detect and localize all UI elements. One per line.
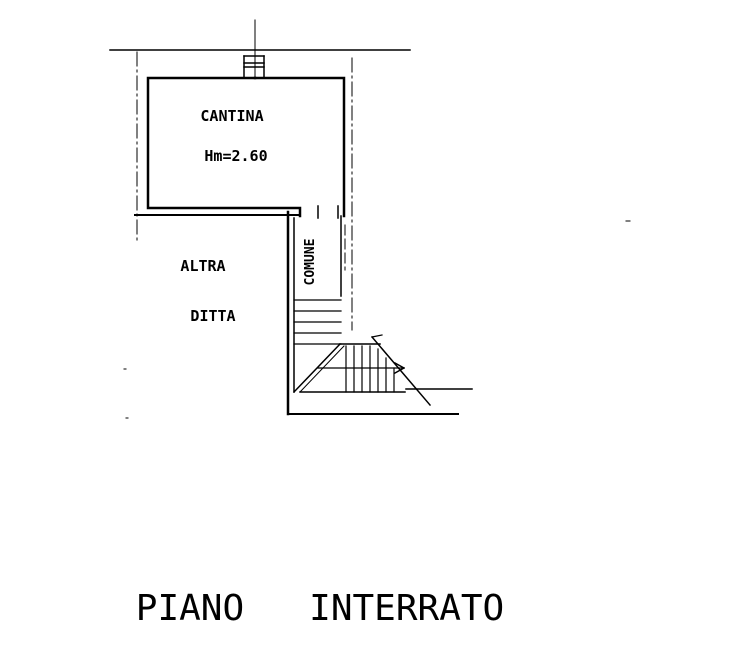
corridor-label-comune: COMUNE bbox=[303, 239, 318, 286]
plan-title: PIANO INTERRATO bbox=[136, 588, 504, 629]
neighbor-label-line2: DITTA bbox=[190, 307, 235, 325]
stair-treads-straight bbox=[293, 299, 342, 345]
cantina-walls bbox=[146, 76, 302, 218]
vent-shaft bbox=[243, 55, 265, 79]
room-label-cantina: CANTINA bbox=[200, 107, 263, 125]
stair-outer-diagonal bbox=[370, 335, 432, 407]
stair-diagonal bbox=[292, 342, 342, 394]
room-height-label: Hm=2.60 bbox=[204, 147, 267, 165]
cantina-wall-right bbox=[253, 76, 346, 218]
neighbor-label-line1: ALTRA bbox=[180, 257, 225, 275]
plan-linework bbox=[109, 19, 631, 419]
stair-treads-turning bbox=[345, 345, 395, 393]
